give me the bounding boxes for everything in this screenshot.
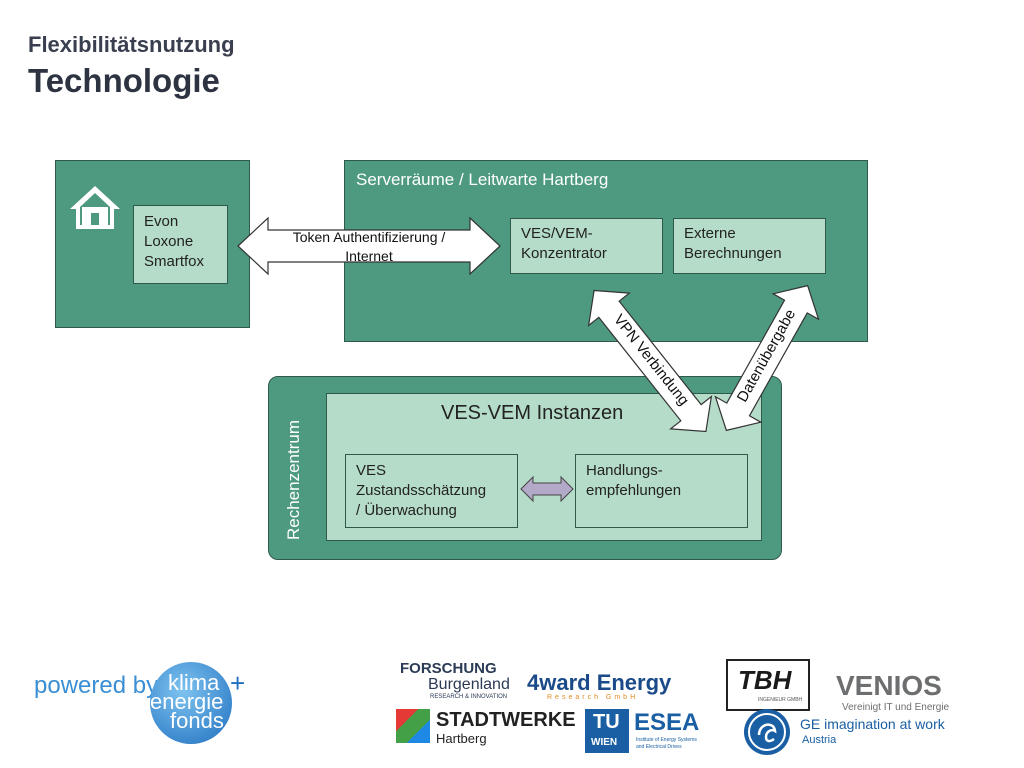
fonds-text: fonds <box>170 708 224 733</box>
powered-by-text: powered by <box>34 672 159 699</box>
ge-sub-text: Austria <box>802 734 837 746</box>
slide-title: Technologie <box>28 62 220 99</box>
ge-text: GE imagination at work <box>800 716 945 732</box>
forschung-burgenland-logo: FORSCHUNG Burgenland RESEARCH & INNOVATI… <box>400 660 510 700</box>
klima-text: klima <box>168 670 220 695</box>
energie-text: energie <box>150 689 224 714</box>
token-label: Token Authentifizierung / Internet <box>268 228 470 266</box>
slide-subtitle: Flexibilitätsnutzung <box>28 32 235 57</box>
device-box: Evon Loxone Smartfox <box>133 205 228 284</box>
ves-line2: Zustandsschätzung <box>356 482 487 499</box>
device-evon: Evon <box>144 213 179 230</box>
ge-icon <box>748 713 786 751</box>
instances-title: VES-VEM Instanzen <box>441 402 624 424</box>
recommendations-line1: Handlungs- <box>586 462 663 479</box>
tu-wien-logo: TU WIEN <box>585 709 629 753</box>
stadtwerke-hartberg-logo: STADTWERKE Hartberg <box>396 709 576 749</box>
vpn-arrow <box>587 289 713 433</box>
token-double-arrow <box>237 216 501 276</box>
data-transfer-arrow <box>714 284 820 432</box>
device-loxone: Loxone <box>144 233 194 250</box>
external-calc-box: Externe Berechnungen <box>673 218 826 274</box>
ves-line3: / Überwachung <box>356 502 457 519</box>
klima-energie-fonds-logo <box>150 662 232 744</box>
concentrator-line1: VES/VEM- <box>521 225 593 242</box>
recommendations-line2: empfehlungen <box>586 482 682 499</box>
ves-line1: VES <box>356 462 387 479</box>
recommendations-box: Handlungs- empfehlungen <box>575 454 748 528</box>
esea-logo: ESEA Institute of Energy Systems and Ele… <box>634 709 700 750</box>
ves-box: VES Zustandsschätzung / Überwachung <box>345 454 518 528</box>
ge-logo <box>744 709 790 755</box>
concentrator-line2: Konzentrator <box>521 245 607 262</box>
concentrator-box: VES/VEM- Konzentrator <box>510 218 663 274</box>
4ward-energy-logo: 4ward Energy Research GmbH <box>527 670 672 701</box>
venios-logo: VENIOS Vereinigt IT und Energie <box>836 670 950 713</box>
external-line2: Berechnungen <box>684 245 782 262</box>
token-label-line1: Token Authentifizierung / <box>292 229 446 245</box>
server-room-title: Serverräume / Leitwarte Hartberg <box>356 170 609 189</box>
ves-recommendation-arrow <box>520 475 574 503</box>
external-line1: Externe <box>684 225 736 242</box>
stadtwerke-icon <box>396 709 430 743</box>
house-icon <box>70 186 120 229</box>
plus-text: + <box>230 668 246 698</box>
token-label-line2: Internet <box>345 248 393 264</box>
device-smartfox: Smartfox <box>144 253 205 270</box>
tbh-logo: TBH INGENIEUR GMBH <box>726 659 810 711</box>
